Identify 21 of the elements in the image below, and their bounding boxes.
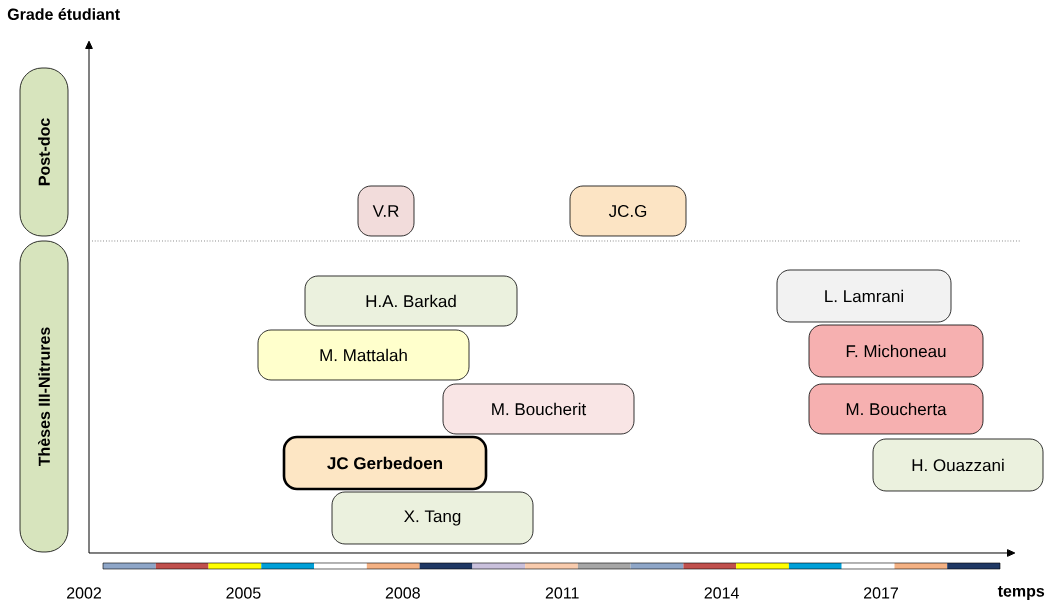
student-box: M. Boucherta [808, 383, 984, 435]
student-box: F. Michoneau [808, 324, 984, 378]
student-box: M. Mattalah [257, 329, 470, 381]
year-label: 2008 [385, 587, 420, 599]
axis-title: temps [997, 586, 1045, 600]
category-band: Post-doc [19, 67, 69, 237]
student-box: JC Gerbedoen [282, 435, 488, 491]
year-label: 2014 [704, 587, 739, 599]
year-label: 2005 [226, 587, 261, 599]
axis-title: Grade étudiant [7, 8, 120, 20]
student-box: L. Lamrani [776, 269, 952, 323]
student-box: JC.G [569, 185, 687, 237]
student-box: V.R [357, 185, 415, 237]
year-label: 2011 [545, 587, 579, 599]
student-box: M. Boucherit [442, 383, 635, 435]
year-label: 2002 [67, 587, 101, 599]
category-band: Thèses III-Nitrures [19, 240, 69, 553]
student-box: H. Ouazzani [872, 438, 1044, 492]
student-box: H.A. Barkad [304, 275, 518, 327]
year-label: 2017 [864, 587, 898, 599]
student-box: X. Tang [331, 491, 534, 545]
